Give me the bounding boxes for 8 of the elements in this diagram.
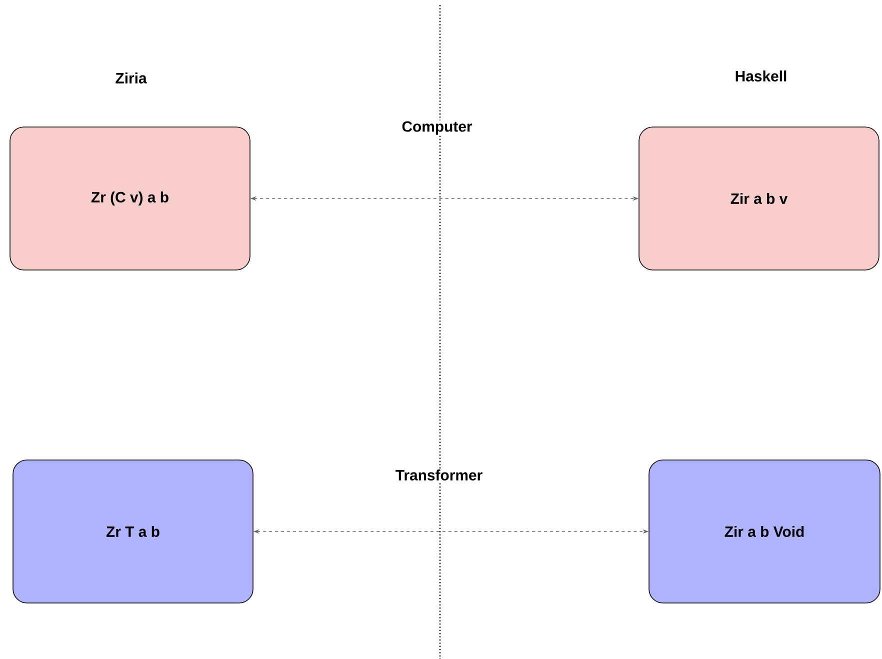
process-box: Zr T a b bbox=[12, 460, 254, 604]
heading: Transformer bbox=[394, 468, 484, 482]
process-box: Zir a b v bbox=[638, 126, 880, 270]
process-box: Zr (C v) a b bbox=[10, 126, 250, 270]
heading: Haskell bbox=[734, 70, 788, 82]
heading: Computer bbox=[400, 120, 474, 136]
process-box: Zir a b Void bbox=[648, 460, 880, 604]
heading: Ziria bbox=[114, 72, 148, 84]
